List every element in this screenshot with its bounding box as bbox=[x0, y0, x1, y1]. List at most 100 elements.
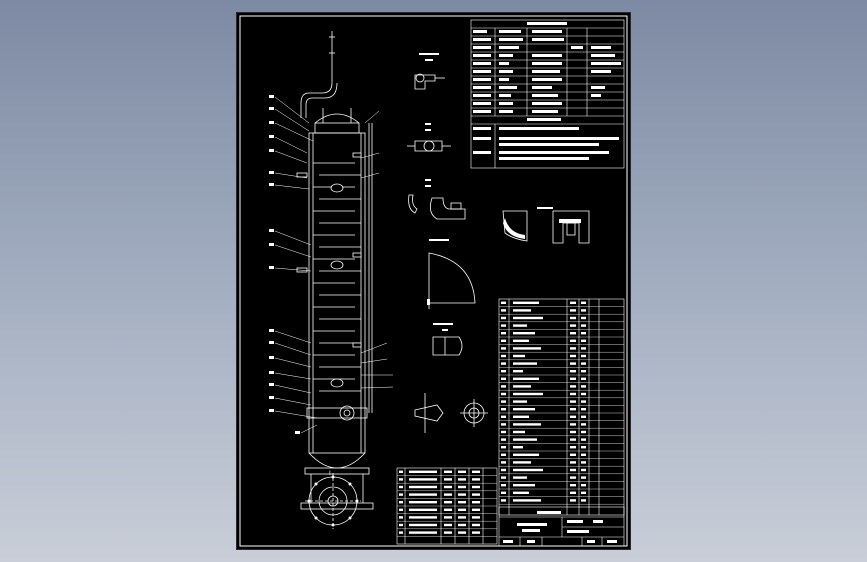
parts-row-material bbox=[581, 484, 586, 487]
parts-row-number bbox=[501, 339, 506, 342]
parts-list-rows bbox=[499, 306, 624, 505]
parts-row-material bbox=[581, 453, 586, 456]
parts-row-number bbox=[501, 438, 506, 441]
parts-row-qty bbox=[570, 377, 576, 380]
parts-row-number bbox=[501, 430, 506, 434]
column-trays bbox=[313, 162, 361, 392]
parts-row-name bbox=[513, 423, 541, 426]
nozzle-row-size bbox=[444, 508, 452, 511]
outer-frame bbox=[239, 15, 628, 547]
parts-row-number bbox=[501, 446, 506, 449]
parts-row-number bbox=[501, 408, 506, 411]
nozzle-row-face bbox=[472, 485, 480, 489]
parts-row-name bbox=[513, 362, 537, 365]
nozzle-row-mark bbox=[399, 523, 403, 527]
parts-row-qty bbox=[570, 423, 576, 426]
parts-row-name bbox=[513, 484, 535, 487]
parts-row-name bbox=[513, 499, 541, 502]
parts-row-number bbox=[501, 324, 506, 327]
nozzle-row-std bbox=[458, 470, 466, 473]
parts-row-material bbox=[581, 468, 586, 472]
parts-row-number bbox=[501, 377, 506, 380]
title-block bbox=[498, 506, 625, 547]
parts-row-material bbox=[581, 400, 586, 403]
nozzle-row-std bbox=[458, 501, 466, 504]
parts-row-name bbox=[513, 377, 539, 380]
nozzle-table-text bbox=[399, 470, 480, 534]
parts-list bbox=[498, 298, 625, 516]
parts-row-material bbox=[581, 354, 586, 358]
nozzle-row-face bbox=[472, 493, 480, 496]
parts-row-name bbox=[513, 453, 539, 456]
parts-row-qty bbox=[570, 476, 576, 479]
parts-row-material bbox=[581, 476, 586, 479]
parts-row-name bbox=[513, 491, 529, 494]
parts-row-qty bbox=[570, 301, 576, 304]
parts-row-number bbox=[501, 301, 506, 304]
parts-row-number bbox=[501, 385, 506, 388]
parts-row-name bbox=[513, 385, 531, 388]
nozzle-row-name bbox=[409, 531, 437, 534]
drawing-sheet: I bbox=[237, 13, 630, 549]
parts-row-qty bbox=[570, 408, 576, 411]
nozzle-row-mark bbox=[399, 470, 403, 473]
nozzle-row-mark bbox=[399, 478, 403, 481]
parts-row-material bbox=[581, 408, 586, 411]
parts-row-material bbox=[581, 385, 586, 388]
parts-row-qty bbox=[570, 362, 576, 365]
leader-lines-left bbox=[274, 96, 318, 434]
parts-row-name bbox=[513, 339, 529, 342]
nozzle-table-rows bbox=[397, 475, 497, 537]
parts-row-material bbox=[581, 430, 586, 434]
parts-row-qty bbox=[570, 392, 576, 396]
nozzle-row-std bbox=[458, 508, 466, 511]
parts-row-name bbox=[513, 400, 527, 403]
parts-row-material bbox=[581, 377, 586, 380]
parts-row-number bbox=[501, 347, 506, 350]
nozzle-row-std bbox=[458, 478, 466, 481]
nozzle-row-size bbox=[444, 501, 452, 504]
parts-row-qty bbox=[570, 415, 576, 418]
parts-row-name bbox=[513, 476, 527, 479]
nozzle-row-mark bbox=[399, 531, 403, 534]
parts-row-name bbox=[513, 332, 535, 335]
parts-row-qty bbox=[570, 347, 576, 350]
parts-row-qty bbox=[570, 499, 576, 502]
detail-fills bbox=[427, 218, 581, 305]
shell-nozzles bbox=[296, 152, 362, 388]
nozzle-row-face bbox=[472, 470, 480, 473]
detail-captions bbox=[419, 53, 553, 331]
parts-row-qty bbox=[570, 385, 576, 388]
parts-row-name bbox=[513, 324, 527, 327]
parts-row-qty bbox=[570, 484, 576, 487]
leader-numbers-left bbox=[269, 95, 300, 434]
parts-row-qty bbox=[570, 309, 576, 312]
nozzle-row-name bbox=[409, 501, 437, 504]
parts-row-qty bbox=[570, 430, 576, 434]
parts-row-qty bbox=[570, 370, 576, 373]
parts-row-qty bbox=[570, 400, 576, 403]
parts-row-material bbox=[581, 339, 586, 342]
parts-row-material bbox=[581, 332, 586, 335]
parts-row-name bbox=[513, 370, 523, 373]
title-block-text bbox=[503, 511, 617, 543]
nozzle-row-name bbox=[409, 485, 437, 489]
nozzle-row-name bbox=[409, 478, 437, 481]
nozzle-row-std bbox=[458, 516, 466, 519]
section-label: I bbox=[329, 470, 331, 477]
parts-row-name bbox=[513, 461, 531, 464]
spec-table bbox=[470, 19, 625, 169]
parts-row-material bbox=[581, 370, 586, 373]
parts-row-name bbox=[513, 408, 535, 411]
nozzle-row-face bbox=[472, 501, 480, 504]
parts-row-qty bbox=[570, 453, 576, 456]
parts-row-number bbox=[501, 362, 506, 365]
parts-row-name bbox=[513, 354, 525, 358]
parts-row-number bbox=[501, 491, 506, 494]
parts-row-name bbox=[513, 438, 537, 441]
nozzle-row-name bbox=[409, 508, 437, 511]
parts-row-qty bbox=[570, 339, 576, 342]
nozzle-row-face bbox=[472, 478, 480, 481]
parts-row-name bbox=[513, 301, 539, 304]
parts-row-material bbox=[581, 491, 586, 494]
